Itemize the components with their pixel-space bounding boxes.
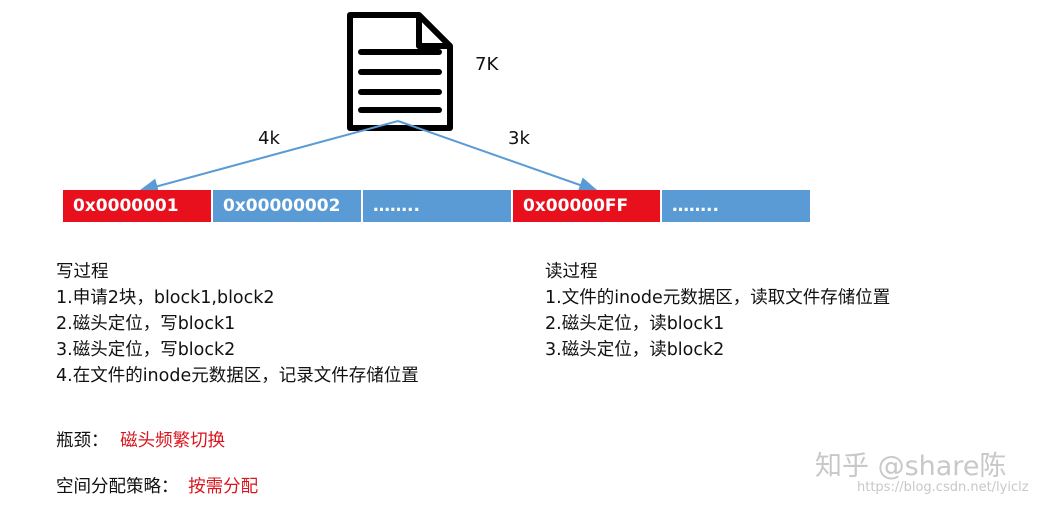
bottleneck-value: 磁头频繁切换: [120, 431, 226, 451]
read-step: 3.磁头定位，读block2: [545, 340, 725, 360]
watermark-url: https://blog.csdn.net/lyiclz: [857, 480, 1029, 495]
disk-block: 0x0000001: [63, 190, 213, 222]
strategy-label: 空间分配策略：: [56, 477, 179, 497]
disk-block-label: 0x00000FF: [523, 196, 629, 216]
strategy-line: 空间分配策略： 按需分配: [56, 473, 258, 498]
write-process: 写过程 1.申请2块，block1,block2 2.磁头定位，写block1 …: [56, 259, 419, 389]
write-process-title: 写过程: [56, 262, 109, 282]
file-size-label: 7K: [475, 54, 499, 75]
write-step: 2.磁头定位，写block1: [56, 314, 236, 334]
disk-block-label: 0x00000002: [223, 196, 341, 216]
left-part-size-label: 4k: [258, 128, 280, 149]
disk-block-label: ……..: [672, 196, 719, 216]
strategy-value: 按需分配: [188, 477, 259, 497]
disk-block: ……..: [662, 190, 810, 222]
write-step: 3.磁头定位，写block2: [56, 340, 236, 360]
right-part-size-label: 3k: [508, 128, 530, 149]
read-process: 读过程 1.文件的inode元数据区，读取文件存储位置 2.磁头定位，读bloc…: [545, 259, 890, 363]
disk-block-label: 0x0000001: [73, 196, 179, 216]
disk-block-strip: 0x0000001 0x00000002 …….. 0x00000FF ……..: [63, 190, 810, 222]
disk-block-label: ……..: [373, 196, 420, 216]
watermark-main: 知乎 @share陈: [815, 451, 1007, 482]
disk-block: 0x00000002: [213, 190, 363, 222]
read-step: 1.文件的inode元数据区，读取文件存储位置: [545, 288, 891, 308]
arrow-to-blockff: [397, 120, 599, 193]
read-process-title: 读过程: [545, 262, 598, 282]
write-step: 4.在文件的inode元数据区，记录文件存储位置: [56, 366, 419, 386]
file-icon: [347, 12, 453, 131]
bottleneck-label: 瓶颈：: [56, 431, 109, 451]
disk-block: 0x00000FF: [513, 190, 662, 222]
write-step: 1.申请2块，block1,block2: [56, 288, 275, 308]
disk-block: ……..: [363, 190, 513, 222]
arrow-to-block1: [138, 120, 399, 195]
bottleneck-line: 瓶颈： 磁头频繁切换: [56, 427, 225, 452]
read-step: 2.磁头定位，读block1: [545, 314, 725, 334]
